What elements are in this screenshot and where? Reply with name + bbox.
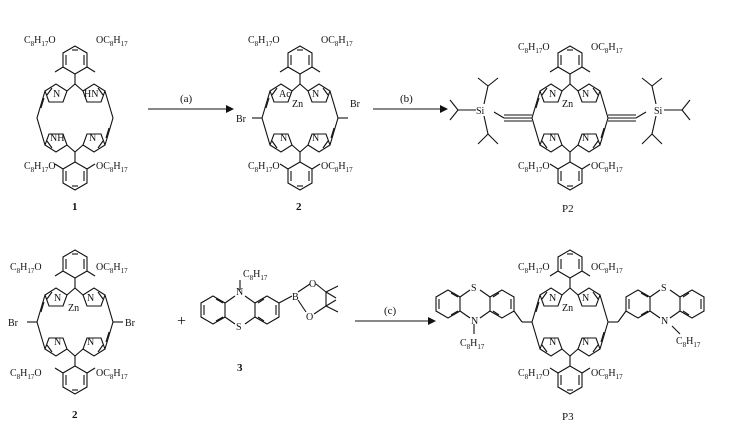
compound-label-2-bottom: 2 bbox=[72, 409, 78, 421]
atom-n: N bbox=[582, 337, 589, 348]
octyloxy-bottom-left: C8H17O bbox=[10, 368, 42, 381]
octyloxy-bottom-right: OC8H17 bbox=[591, 161, 623, 174]
atom-n: N bbox=[236, 287, 243, 298]
atom-nh: NH bbox=[50, 133, 64, 144]
p3-left-phenothiazine bbox=[435, 289, 523, 334]
octyloxy-top-right: OC8H17 bbox=[96, 35, 128, 48]
octyloxy-bottom-right: OC8H17 bbox=[96, 161, 128, 174]
p3-labels: Zn N N N N S N S N C8H17 C8H17 C8H17O OC… bbox=[460, 262, 701, 423]
octyloxy-bottom-left: C8H17O bbox=[24, 161, 56, 174]
octyloxy-top-left: C8H17O bbox=[248, 35, 280, 48]
condition-a: (a) bbox=[180, 93, 193, 105]
atom-n: N bbox=[582, 133, 589, 144]
atom-n: N bbox=[89, 133, 96, 144]
octyl-n-substituent: C8H17 bbox=[243, 269, 268, 282]
atom-s-right: S bbox=[661, 283, 667, 294]
p3-right-phenothiazine bbox=[617, 289, 705, 335]
octyloxy-bottom-right: OC8H17 bbox=[96, 368, 128, 381]
compound-label-2-top: 2 bbox=[296, 201, 302, 213]
atom-br: Br bbox=[236, 114, 247, 125]
octyloxy-bottom-left: C8H17O bbox=[518, 161, 550, 174]
atom-n-left: N bbox=[471, 316, 478, 327]
octyl-n-left: C8H17 bbox=[460, 338, 485, 351]
octyloxy-top-right: OC8H17 bbox=[591, 42, 623, 55]
p3-structure bbox=[522, 249, 618, 395]
condition-b: (b) bbox=[400, 93, 413, 105]
atom-n: N bbox=[312, 133, 319, 144]
octyloxy-top-left: C8H17O bbox=[24, 35, 56, 48]
atom-zn: Zn bbox=[68, 303, 79, 314]
atom-o: O bbox=[306, 312, 313, 323]
atom-n: N bbox=[582, 89, 589, 100]
compound-2-bottom-labels: Zn N N N N Br Br C8H17O OC8H17 C8H17O OC… bbox=[8, 262, 136, 421]
octyloxy-bottom-right: OC8H17 bbox=[321, 161, 353, 174]
atom-n: N bbox=[87, 293, 94, 304]
reaction-arrow-b: (b) bbox=[373, 93, 448, 113]
atom-n: N bbox=[312, 89, 319, 100]
condition-c: (c) bbox=[384, 305, 397, 317]
atom-n: N bbox=[53, 89, 60, 100]
atom-n: N bbox=[87, 337, 94, 348]
product-label-p3: P3 bbox=[562, 411, 574, 423]
atom-si-left: Si bbox=[476, 106, 485, 117]
compound-label-3: 3 bbox=[237, 362, 243, 374]
octyloxy-top-left: C8H17O bbox=[10, 262, 42, 275]
atom-si-right: Si bbox=[654, 106, 663, 117]
compound-3-labels: N S B O O C8H17 3 bbox=[236, 269, 316, 374]
atom-n: N bbox=[54, 293, 61, 304]
octyloxy-bottom-left: C8H17O bbox=[248, 161, 280, 174]
reaction-arrow-a: (a) bbox=[148, 93, 234, 113]
atom-n: N bbox=[549, 89, 556, 100]
atom-n: N bbox=[549, 133, 556, 144]
atom-n: N bbox=[582, 293, 589, 304]
octyloxy-bottom-left: C8H17O bbox=[518, 368, 550, 381]
atom-n-right: N bbox=[661, 316, 668, 327]
atom-zn: Zn bbox=[562, 99, 573, 110]
octyloxy-top-right: OC8H17 bbox=[96, 262, 128, 275]
octyloxy-top-right: OC8H17 bbox=[591, 262, 623, 275]
compound-label-1: 1 bbox=[72, 201, 78, 213]
product-label-p2: P2 bbox=[562, 203, 574, 215]
atom-b: B bbox=[292, 292, 299, 303]
compound-2-top-labels: Zn Ac N N N Br Br C8H17O OC8H17 C8H17O O… bbox=[236, 35, 361, 213]
atom-br: Br bbox=[8, 318, 19, 329]
atom-br: Br bbox=[350, 99, 361, 110]
octyl-n-right: C8H17 bbox=[676, 336, 701, 349]
atom-s-left: S bbox=[471, 283, 477, 294]
atom-n: N bbox=[549, 293, 556, 304]
atom-n: N bbox=[54, 337, 61, 348]
octyloxy-top-left: C8H17O bbox=[518, 262, 550, 275]
atom-o: O bbox=[309, 279, 316, 290]
p2-structure bbox=[449, 45, 691, 191]
atom-s: S bbox=[236, 322, 242, 333]
atom-br: Br bbox=[125, 318, 136, 329]
p2-labels: Zn N N N N Si Si C8H17O OC8H17 C8H17O OC… bbox=[476, 42, 663, 215]
compound-3-structure bbox=[200, 280, 339, 325]
atom-zn: Zn bbox=[562, 303, 573, 314]
atom-zn: Zn bbox=[292, 99, 303, 110]
plus-sign: + bbox=[177, 313, 186, 330]
atom-ac: Ac bbox=[279, 89, 291, 100]
compound-2-bottom-structure bbox=[27, 249, 123, 395]
reaction-arrow-c: (c) bbox=[355, 305, 436, 325]
octyloxy-bottom-right: OC8H17 bbox=[591, 368, 623, 381]
octyloxy-top-right: OC8H17 bbox=[321, 35, 353, 48]
octyloxy-top-left: C8H17O bbox=[518, 42, 550, 55]
atom-hn: HN bbox=[84, 89, 98, 100]
atom-n: N bbox=[280, 133, 287, 144]
atom-n: N bbox=[549, 337, 556, 348]
compound-1-labels: N HN NH N C8H17O OC8H17 C8H17O OC8H17 1 bbox=[24, 35, 128, 213]
compound-2-top-structure bbox=[252, 45, 348, 191]
